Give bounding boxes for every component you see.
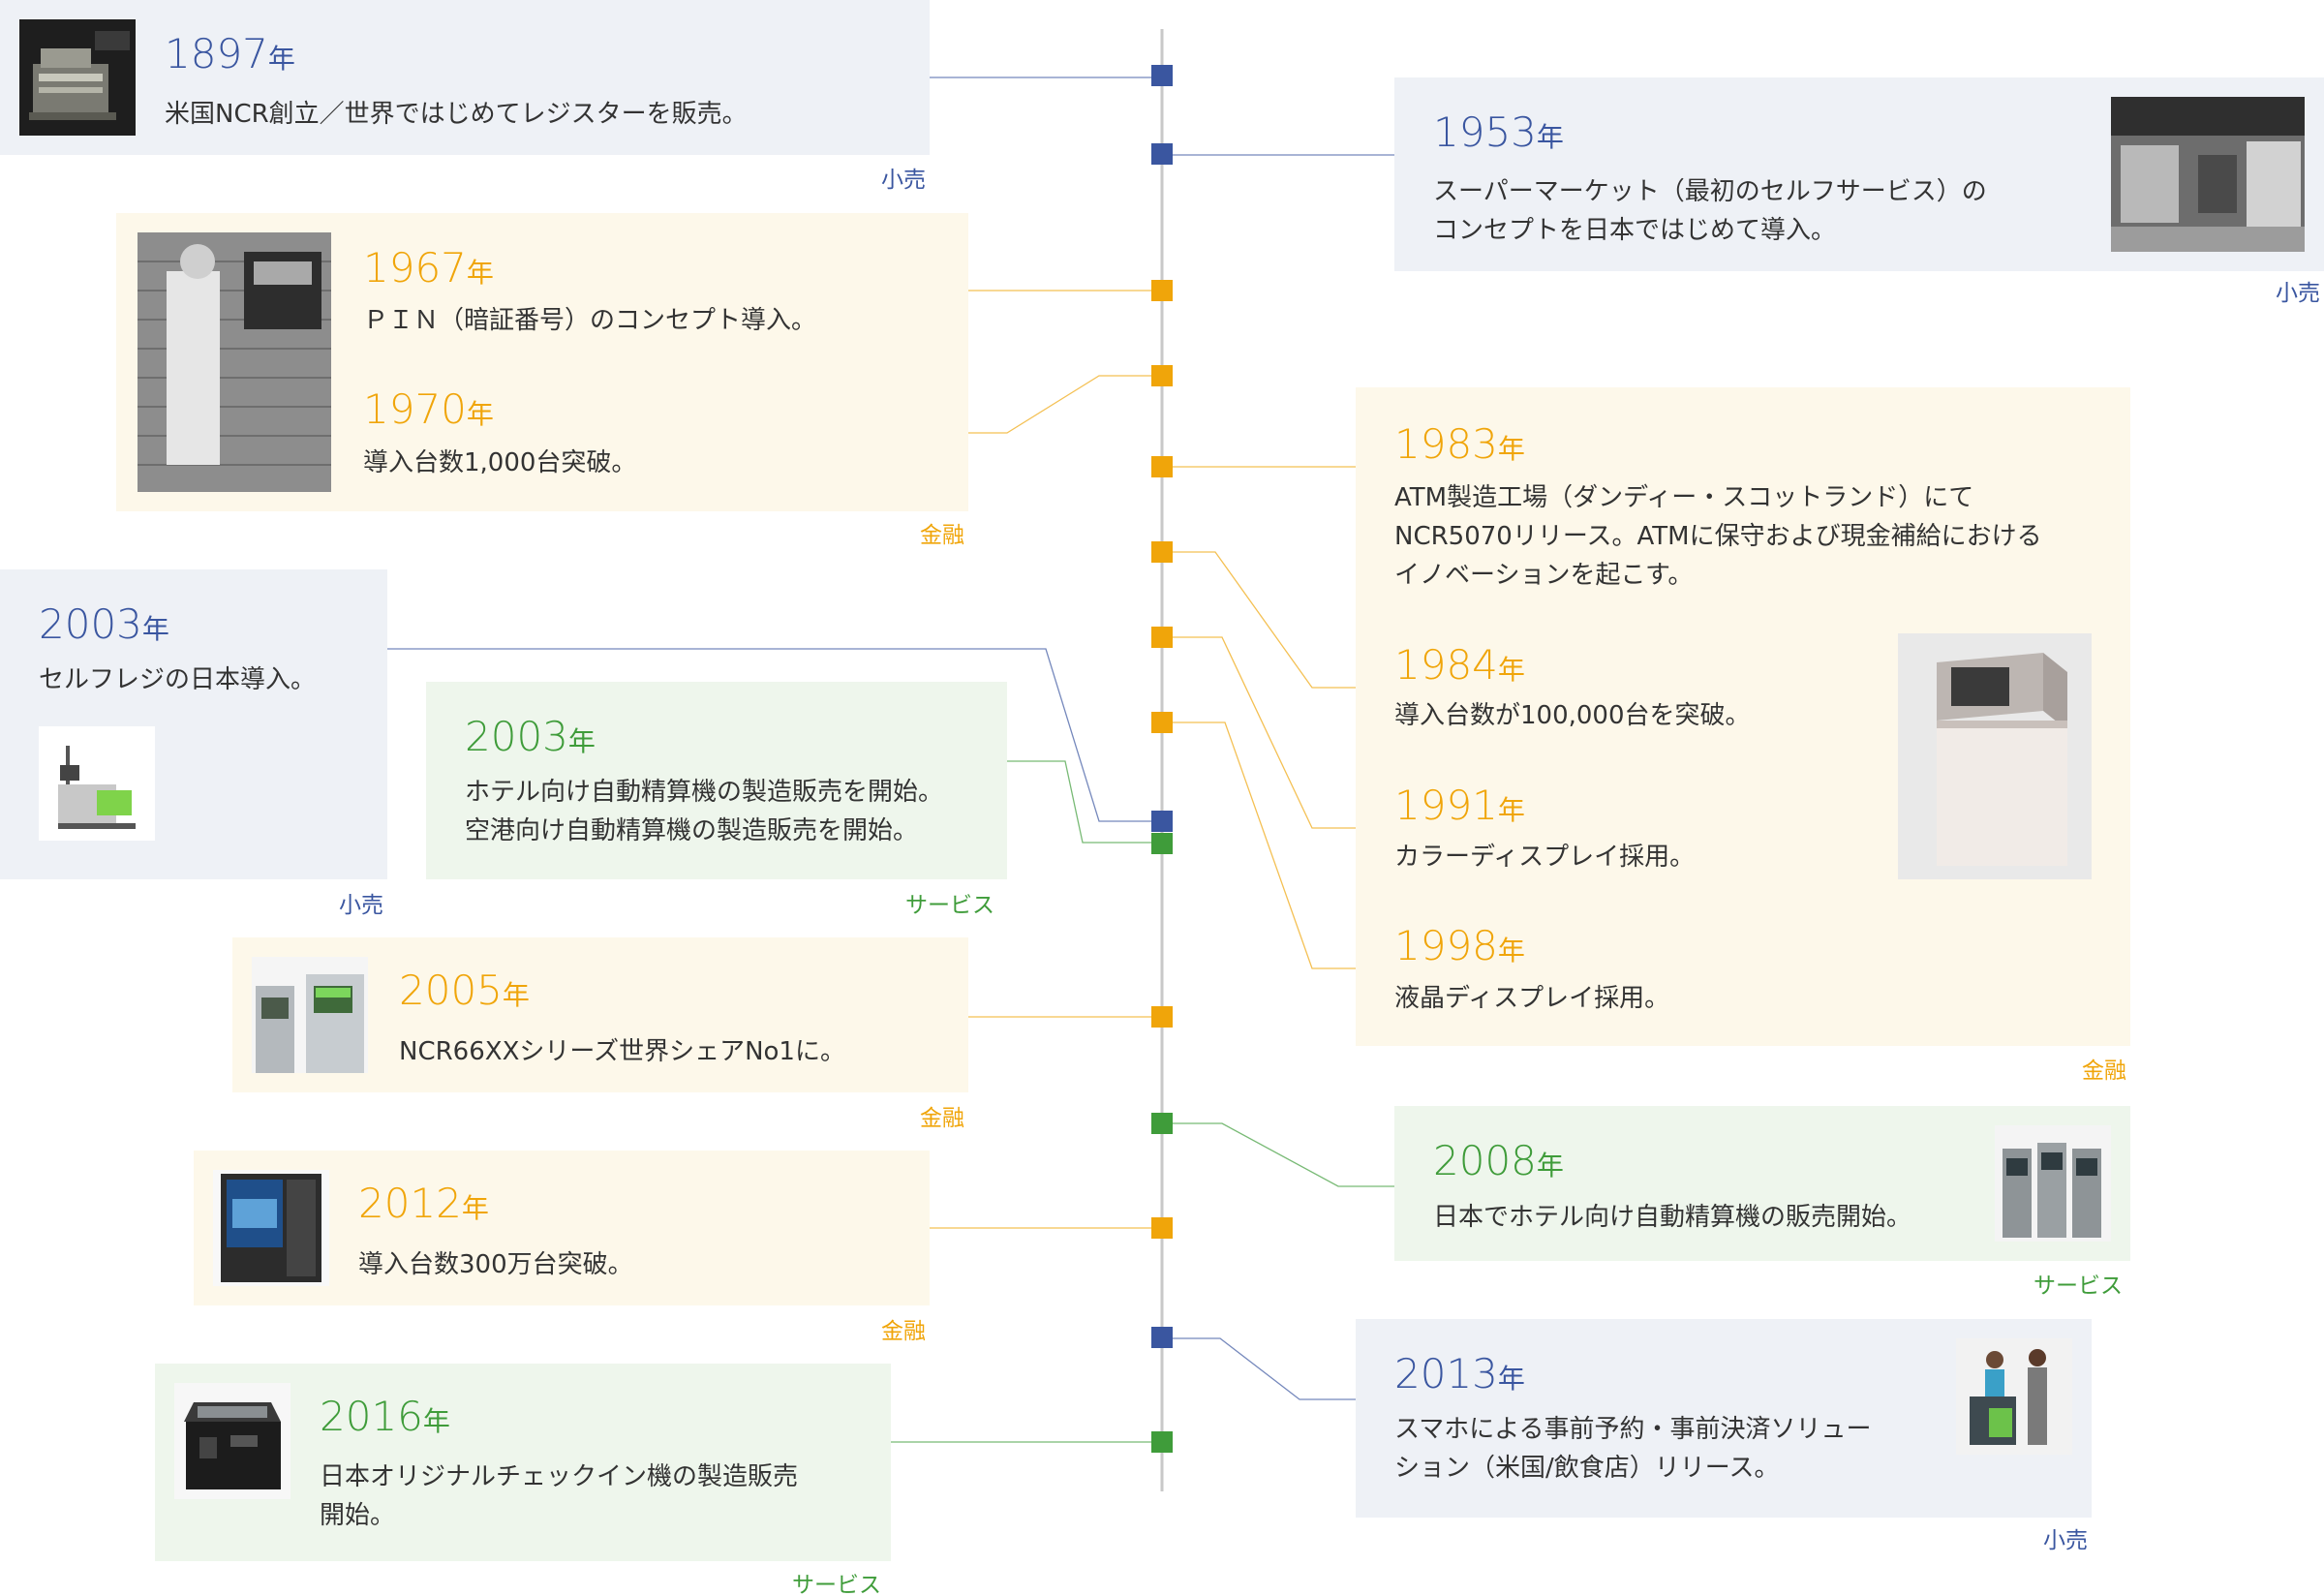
hotel-kiosk-photo — [1995, 1125, 2111, 1242]
pin-atm-photo — [138, 232, 331, 492]
connector-2003a — [39, 648, 1162, 822]
entry-description: ホテル向け自動精算機の製造販売を開始。空港向け自動精算機の製造販売を開始。 — [465, 778, 944, 845]
year-label: 1970年 — [363, 385, 494, 433]
year-label: 1953年 — [1433, 108, 1564, 156]
marker-2005 — [1151, 1006, 1173, 1028]
atm-ncr5070-photo — [1898, 633, 2092, 879]
year-label: 1991年 — [1394, 782, 1525, 829]
category-label: サービス — [792, 1573, 881, 1596]
entry-description: 日本オリジナルチェックイン機の製造販売開始。 — [320, 1462, 799, 1530]
year-label: 2013年 — [1394, 1350, 1525, 1397]
mobile-order-photo — [1956, 1338, 2072, 1455]
year-label: 2016年 — [320, 1393, 450, 1440]
category-label: 小売 — [2043, 1528, 2088, 1553]
checkin-machine-photo — [174, 1383, 290, 1499]
year-label: 1967年 — [363, 244, 494, 292]
category-label: 金融 — [881, 1319, 926, 1344]
category-label: 小売 — [881, 168, 926, 193]
entry-description: ＰＩＮ（暗証番号）のコンセプト導入。 — [363, 306, 817, 335]
marker-2008 — [1151, 1113, 1173, 1134]
category-label: 金融 — [2082, 1059, 2126, 1084]
marker-2016 — [1151, 1431, 1173, 1453]
marker-1983 — [1151, 456, 1173, 477]
entry-description: スマホによる事前予約・事前決済ソリューション（米国/飲食店）リリース。 — [1394, 1415, 1872, 1483]
atm-2012-photo — [213, 1170, 329, 1286]
entry-description: 導入台数1,000台突破。 — [363, 448, 637, 477]
self-checkout-photo — [39, 726, 155, 841]
entry-description: 導入台数が100,000台を突破。 — [1394, 701, 1751, 730]
year-label: 1983年 — [1394, 420, 1525, 468]
marker-2003b — [1151, 833, 1173, 854]
marker-1991 — [1151, 627, 1173, 648]
ncr66xx-atm-photo — [252, 957, 368, 1073]
entry-description: セルフレジの日本導入。 — [39, 665, 317, 694]
year-label: 2008年 — [1433, 1137, 1564, 1184]
category-label: サービス — [2034, 1274, 2123, 1299]
marker-1998 — [1151, 712, 1173, 733]
marker-1970 — [1151, 365, 1173, 386]
entry-description: 導入台数300万台突破。 — [358, 1250, 633, 1279]
entry-description: スーパーマーケット（最初のセルフサービス）のコンセプトを日本ではじめて導入。 — [1433, 177, 1987, 245]
year-label: 2003年 — [39, 600, 169, 648]
category-label: 金融 — [920, 1106, 964, 1131]
entry-description: カラーディスプレイ採用。 — [1394, 843, 1696, 872]
cash-register-photo — [19, 19, 136, 136]
entry-card-1897 — [0, 0, 930, 155]
category-label: 金融 — [920, 523, 964, 548]
year-label: 2012年 — [358, 1180, 489, 1227]
marker-2012 — [1151, 1217, 1173, 1239]
category-label: 小売 — [339, 893, 383, 918]
marker-1984 — [1151, 541, 1173, 563]
entry-description: 日本でホテル向け自動精算機の販売開始。 — [1433, 1203, 1912, 1232]
supermarket-photo — [2111, 97, 2305, 252]
year-label: 1897年 — [165, 30, 295, 77]
category-label: 小売 — [2276, 281, 2320, 306]
marker-1953 — [1151, 143, 1173, 165]
entry-description: 米国NCR創立／世界ではじめてレジスターを販売。 — [165, 100, 748, 129]
category-label: サービス — [905, 893, 994, 918]
year-label: 1998年 — [1394, 922, 1525, 969]
year-label: 2003年 — [465, 713, 596, 760]
marker-1967 — [1151, 280, 1173, 301]
entry-card-2003-kiosk — [426, 682, 1007, 879]
marker-2003a — [1151, 811, 1173, 832]
year-label: 1984年 — [1394, 641, 1525, 689]
entry-description: 液晶ディスプレイ採用。 — [1394, 984, 1670, 1013]
marker-1897 — [1151, 65, 1173, 86]
entry-description: NCR66XXシリーズ世界シェアNo1に。 — [399, 1037, 845, 1066]
marker-2013 — [1151, 1327, 1173, 1348]
year-label: 2005年 — [399, 967, 530, 1014]
